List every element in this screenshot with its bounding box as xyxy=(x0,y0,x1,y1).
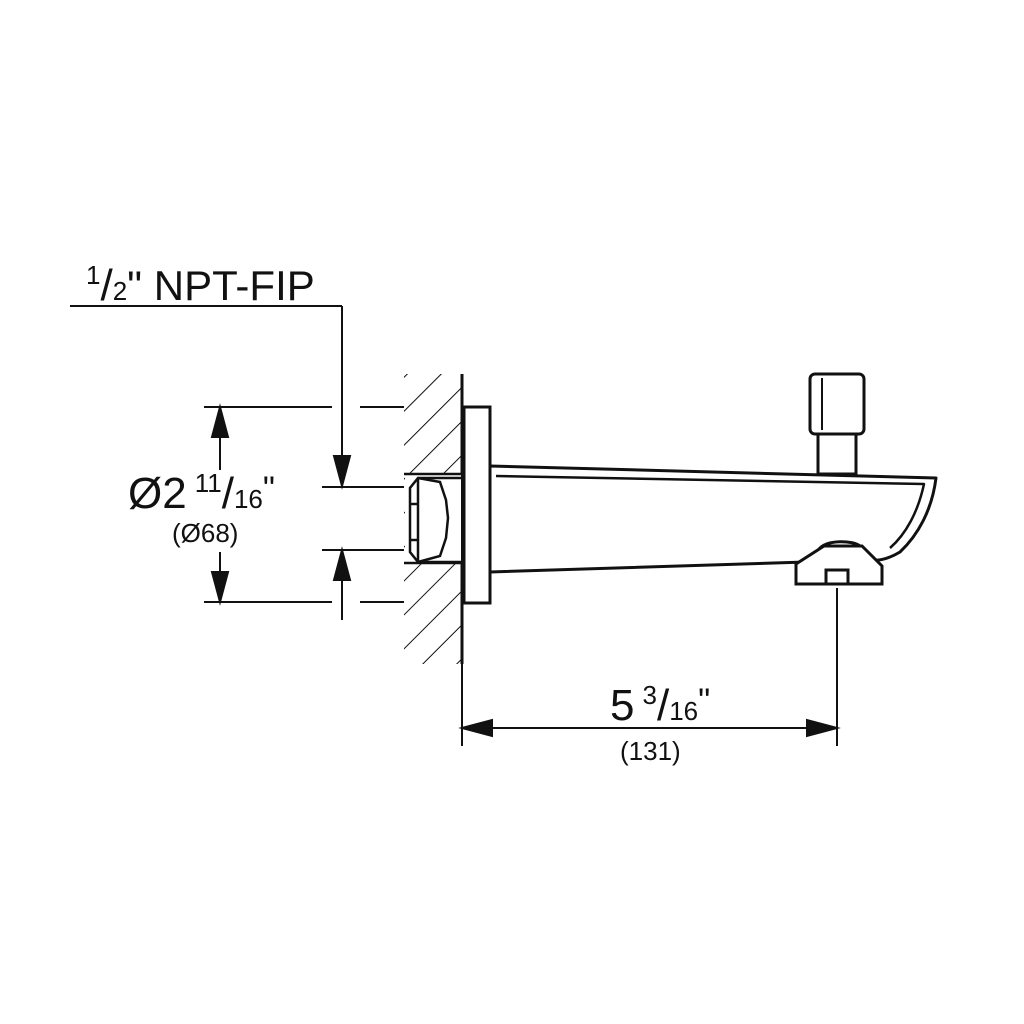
thread-size-label: 1/2" NPT-FIP xyxy=(86,260,315,310)
spout-outlet xyxy=(794,544,884,586)
diverter-knob xyxy=(808,372,866,476)
pipe-stub xyxy=(404,472,462,565)
length-mm-label: (131) xyxy=(620,736,681,766)
thread-leader xyxy=(70,305,404,620)
escutcheon-plate xyxy=(462,405,492,605)
diameter-dimension xyxy=(204,403,404,606)
diameter-mm-label: (Ø68) xyxy=(172,518,238,548)
length-dimension xyxy=(458,588,841,746)
spout-body xyxy=(488,464,938,574)
wall-section xyxy=(404,374,464,664)
